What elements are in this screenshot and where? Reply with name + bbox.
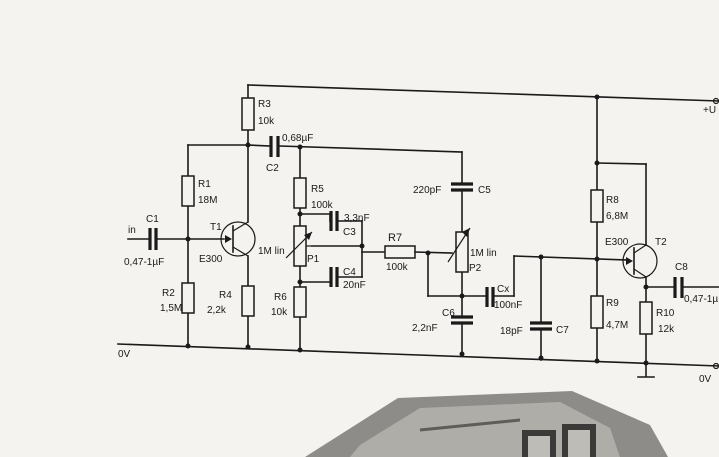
capacitor-c8 bbox=[673, 277, 684, 298]
label-p1-name: P1 bbox=[307, 254, 320, 265]
label-r6-name: R6 bbox=[274, 292, 287, 303]
label-c2-value: 0,68µF bbox=[282, 133, 313, 144]
capacitor-cx bbox=[485, 287, 495, 307]
label-c8-name: C8 bbox=[675, 262, 688, 273]
capacitor-c3 bbox=[329, 211, 339, 231]
label-t1-type: E300 bbox=[199, 254, 223, 265]
capacitor-c2 bbox=[269, 136, 280, 157]
label-c7-name: C7 bbox=[556, 325, 569, 336]
terminals bbox=[712, 97, 719, 370]
label-gnd-right: 0V bbox=[699, 374, 712, 385]
label-r4-value: 2,2k bbox=[207, 305, 227, 316]
bias-network-t1 bbox=[187, 144, 249, 348]
r7-to-p2-wire bbox=[414, 251, 487, 297]
potentiometer-p1 bbox=[285, 225, 313, 267]
label-cx-value: 100nF bbox=[494, 300, 522, 311]
label-r5-name: R5 bbox=[311, 184, 324, 195]
junction-dots bbox=[185, 94, 649, 366]
c3-c4-wires bbox=[299, 213, 386, 283]
label-r7-value: 100k bbox=[386, 262, 409, 273]
label-r2-name: R2 bbox=[162, 288, 175, 299]
transistor-t2 bbox=[622, 243, 658, 279]
label-t2-type: E300 bbox=[605, 237, 629, 248]
label-c5-name: C5 bbox=[478, 185, 491, 196]
label-r10-name: R10 bbox=[656, 308, 675, 319]
label-c1-name: C1 bbox=[146, 214, 159, 225]
label-p1-value: 1M lin bbox=[258, 246, 285, 257]
label-c6-value: 2,2nF bbox=[412, 323, 438, 334]
label-c4-name: C4 bbox=[343, 267, 356, 278]
label-r9-name: R9 bbox=[606, 298, 619, 309]
label-c2-name: C2 bbox=[266, 163, 279, 174]
label-c6-name: C6 bbox=[442, 308, 455, 319]
bias-network-t2 bbox=[596, 96, 647, 363]
pcb-photo bbox=[305, 391, 668, 457]
label-p2-value: 1M lin bbox=[470, 248, 497, 259]
resistor-r5 bbox=[293, 177, 307, 209]
label-r2-value: 1,5M bbox=[160, 303, 182, 314]
label-c8-value: 0,47-1µ bbox=[684, 294, 718, 305]
label-r10-value: 12k bbox=[658, 324, 675, 335]
label-gnd-left: 0V bbox=[118, 349, 131, 360]
resistor-r6 bbox=[293, 286, 307, 318]
c2-wires bbox=[247, 144, 463, 153]
cx-wires bbox=[492, 255, 629, 297]
label-r6-value: 10k bbox=[271, 307, 288, 318]
capacitor-c4 bbox=[329, 267, 339, 287]
label-input: in bbox=[128, 225, 136, 236]
transistor-t1 bbox=[220, 221, 256, 257]
label-r3-name: R3 bbox=[258, 99, 271, 110]
label-c3-name: C3 bbox=[343, 227, 356, 238]
label-r8-value: 6,8M bbox=[606, 211, 628, 222]
label-r4-name: R4 bbox=[219, 290, 232, 301]
resistor-r10 bbox=[639, 301, 653, 335]
capacitor-c1 bbox=[148, 228, 158, 250]
label-r5-value: 100k bbox=[311, 200, 334, 211]
resistor-r1 bbox=[181, 175, 195, 207]
resistor-r9 bbox=[590, 295, 604, 329]
resistor-r2 bbox=[181, 282, 195, 314]
capacitor-c6 bbox=[451, 315, 473, 325]
label-c7-value: 18pF bbox=[500, 326, 523, 337]
resistor-r3 bbox=[241, 97, 255, 131]
label-c5-value: 220pF bbox=[413, 185, 441, 196]
potentiometer-p2 bbox=[447, 227, 471, 273]
label-r8-name: R8 bbox=[606, 195, 619, 206]
ground-rail bbox=[117, 343, 719, 378]
label-p2-name: P2 bbox=[469, 263, 482, 274]
label-c1-value: 0,47-1µF bbox=[124, 257, 164, 268]
supply-rail bbox=[247, 84, 719, 102]
resistor-r4 bbox=[241, 285, 255, 317]
resistor-r8 bbox=[590, 189, 604, 223]
label-supply: +U bbox=[703, 105, 716, 116]
label-t1-name: T1 bbox=[210, 222, 222, 233]
label-r1-value: 18M bbox=[198, 195, 217, 206]
label-r3-value: 10k bbox=[258, 116, 275, 127]
capacitor-c7 bbox=[530, 321, 552, 331]
label-c4-value: 20nF bbox=[343, 280, 366, 291]
label-r1-name: R1 bbox=[198, 179, 211, 190]
label-r9-value: 4,7M bbox=[606, 320, 628, 331]
label-t2-name: T2 bbox=[655, 237, 667, 248]
label-r7-name: R7 bbox=[388, 232, 402, 244]
label-c3-value: 3,3nF bbox=[344, 213, 370, 224]
resistor-r7 bbox=[384, 245, 416, 259]
capacitor-c5 bbox=[451, 182, 473, 192]
label-cx-name: Cx bbox=[497, 284, 509, 295]
